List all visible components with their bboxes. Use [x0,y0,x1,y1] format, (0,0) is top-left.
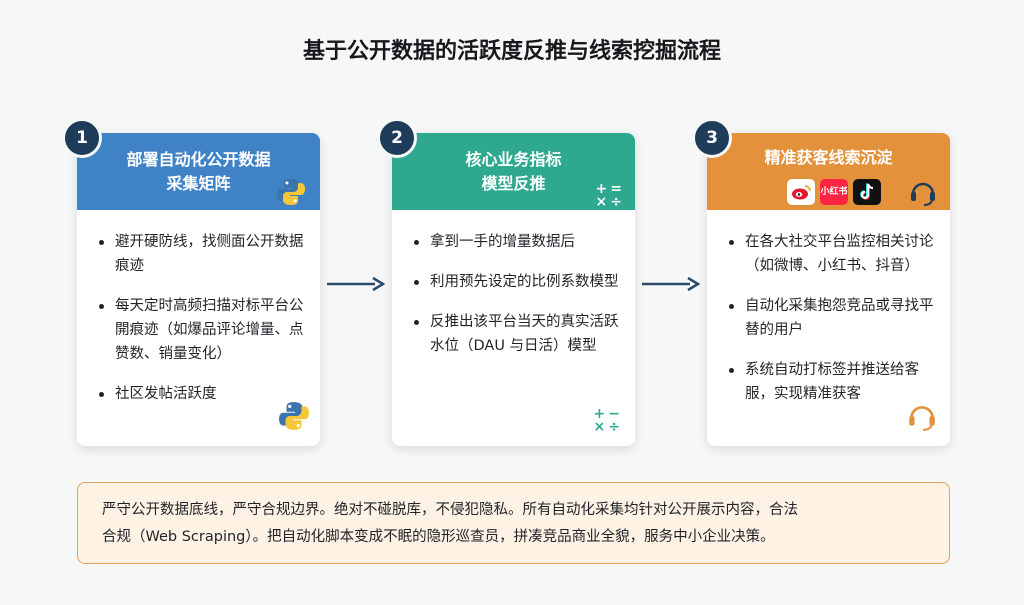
list-item: 系统自动打标签并推送给客服，实现精准获客 [729,358,938,406]
step-2-number-badge: 2 [377,118,417,158]
xiaohongshu-icon: 小红书 [820,179,848,205]
tiktok-icon [853,179,881,205]
step-3-list: 在各大社交平台监控相关讨论（如微博、小红书、抖音） 自动化采集抱怨竞品或寻找平替… [707,210,950,406]
step-card-2: 核心业务指标 模型反推 += ×÷ 拿到一手的增量数据后 利用预先设定的比例系数… [392,133,635,446]
step-3-header: 精准获客线索沉淀 小红书 [707,133,950,210]
step-card-1: 部署自动化公开数据 采集矩阵 避开硬防线，找侧面公开数据痕迹 每天定时高频扫描对… [77,133,320,446]
arrow-right-icon [327,276,385,292]
step-2-list: 拿到一手的增量数据后 利用预先设定的比例系数模型 反推出该平台当天的真实活跃水位… [392,210,635,358]
list-item: 自动化采集抱怨竞品或寻找平替的用户 [729,294,938,342]
python-icon [278,400,310,436]
list-item: 避开硬防线，找侧面公开数据痕迹 [99,230,308,278]
headset-icon [906,400,938,436]
social-icons: 小红书 [787,179,881,205]
step-3-title-line1: 精准获客线索沉淀 [764,147,893,167]
weibo-icon [787,179,815,205]
step-1-list: 避开硬防线，找侧面公开数据痕迹 每天定时高频扫描对标平台公開痕迹（如爆品评论增量… [77,210,320,406]
headset-icon [908,177,938,214]
compliance-note-line1: 严守公开数据底线，严守合规边界。绝对不碰脱库，不侵犯隐私。所有自动化采集均针对公… [102,502,798,518]
step-1-title-line2: 采集矩阵 [166,173,231,193]
diagram-title: 基于公开数据的活跃度反推与线索挖掘流程 [302,39,721,64]
list-item: 每天定时高频扫描对标平台公開痕迹（如爆品评论增量、点赞数、销量变化） [99,294,308,366]
python-icon [276,177,306,214]
compliance-note-line2: 合规（Web Scraping）。把自动化脚本变成不眠的隐形巡查员，拼凑竞品商业… [102,529,775,545]
step-2-header: 核心业务指标 模型反推 += ×÷ [392,133,635,210]
step-2-title-line1: 核心业务指标 [465,149,562,169]
calculator-symbols-icon: +− ×÷ [593,406,623,435]
list-item: 在各大社交平台监控相关讨论（如微博、小红书、抖音） [729,230,938,278]
list-item: 利用预先设定的比例系数模型 [414,270,623,294]
list-item: 拿到一手的增量数据后 [414,230,623,254]
compliance-note: 严守公开数据底线，严守合规边界。绝对不碰脱库，不侵犯隐私。所有自动化采集均针对公… [77,482,950,564]
step-1-title-line1: 部署自动化公开数据 [126,149,271,169]
list-item: 社区发帖活跃度 [99,382,308,406]
step-3-number-badge: 3 [692,118,732,158]
step-card-3: 精准获客线索沉淀 小红书 [707,133,950,446]
step-1-number-badge: 1 [62,118,102,158]
step-1-header: 部署自动化公开数据 采集矩阵 [77,133,320,210]
calculator-symbols-icon: += ×÷ [595,181,625,210]
arrow-right-icon [642,276,700,292]
step-2-title-line2: 模型反推 [481,173,546,193]
list-item: 反推出该平台当天的真实活跃水位（DAU 与日活）模型 [414,310,623,358]
